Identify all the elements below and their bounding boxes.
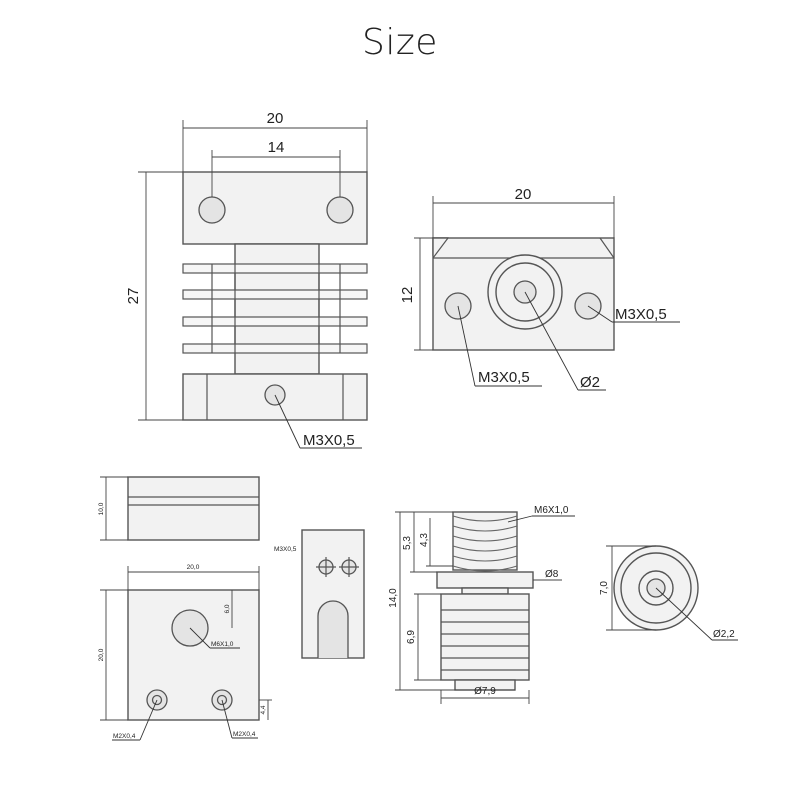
throat-thread-length-a-label: 5,3 — [402, 536, 413, 550]
heatsink-width-label: 20 — [267, 110, 284, 127]
heatsink-thread-label: M3X0,5 — [303, 432, 355, 449]
heatsink-height-label: 27 — [125, 288, 142, 305]
heater-nozzle-thread-label: M6X1,0 — [211, 641, 234, 648]
throat-drawing: 14,0 5,3 4,3 6,9 M6X1,0 Ø8 Ø7,9 — [388, 505, 575, 704]
throat-block-thread-left-label: M3X0,5 — [478, 369, 530, 386]
heater-screw-left-label: M2X0,4 — [113, 733, 136, 740]
clamp-drawing: M3X0,5 — [274, 529, 365, 659]
heater-width-label: 20,0 — [187, 564, 200, 571]
nozzle-end-height-label: 7,0 — [599, 581, 610, 595]
throat-body-diameter-label: Ø7,9 — [474, 686, 496, 697]
throat-block-drawing: 20 12 M3X0,5 M3X0,5 Ø2 — [399, 186, 680, 391]
throat-thread-length-b-label: 4,3 — [419, 533, 430, 547]
clamp-slot — [317, 600, 349, 658]
throat-lower-length-label: 6,9 — [406, 630, 417, 644]
throat-block-width-label: 20 — [515, 186, 532, 203]
heater-block-front-drawing: 20,0 20,0 6,0 4,4 M6X1,0 M2X0,4 M2X0,4 — [98, 564, 272, 741]
clamp-thread-label: M3X0,5 — [274, 546, 297, 553]
heatsink-hole-right — [326, 196, 354, 224]
heater-screw-right-label: M2X0,4 — [233, 731, 256, 738]
heatsink-fin — [182, 316, 368, 327]
heatsink-drawing: 20 14 27 M3X0,5 — [125, 110, 368, 449]
heater-height-label: 20,0 — [98, 648, 105, 661]
page-title: Size — [362, 22, 438, 63]
throat-collar-diameter-label: Ø8 — [545, 569, 559, 580]
heater-block-side-body — [127, 476, 260, 541]
heater-block-side-drawing: 10,0 — [98, 476, 260, 541]
heater-bottom-offset-label: 4,4 — [260, 705, 267, 714]
throat-total-length-label: 14,0 — [388, 588, 399, 608]
heatsink-fin — [182, 263, 368, 274]
nozzle-end-bore-label: Ø2,2 — [713, 629, 735, 640]
heatsink-hole-left — [198, 196, 226, 224]
throat-block-bore-label: Ø2 — [580, 374, 600, 391]
heatsink-hole-spacing-label: 14 — [268, 139, 285, 156]
throat-collar — [436, 571, 534, 589]
nozzle-end-drawing: 7,0 Ø2,2 — [599, 545, 738, 641]
throat-block-height-label: 12 — [399, 287, 416, 304]
heater-offset-label: 6,0 — [224, 604, 231, 613]
heatsink-fin — [182, 289, 368, 300]
heater-side-height-label: 10,0 — [98, 502, 105, 515]
throat-block-thread-right-label: M3X0,5 — [615, 306, 667, 323]
throat-thread-label: M6X1,0 — [534, 505, 569, 516]
throat-body — [440, 593, 530, 681]
heatsink-fin — [182, 343, 368, 354]
